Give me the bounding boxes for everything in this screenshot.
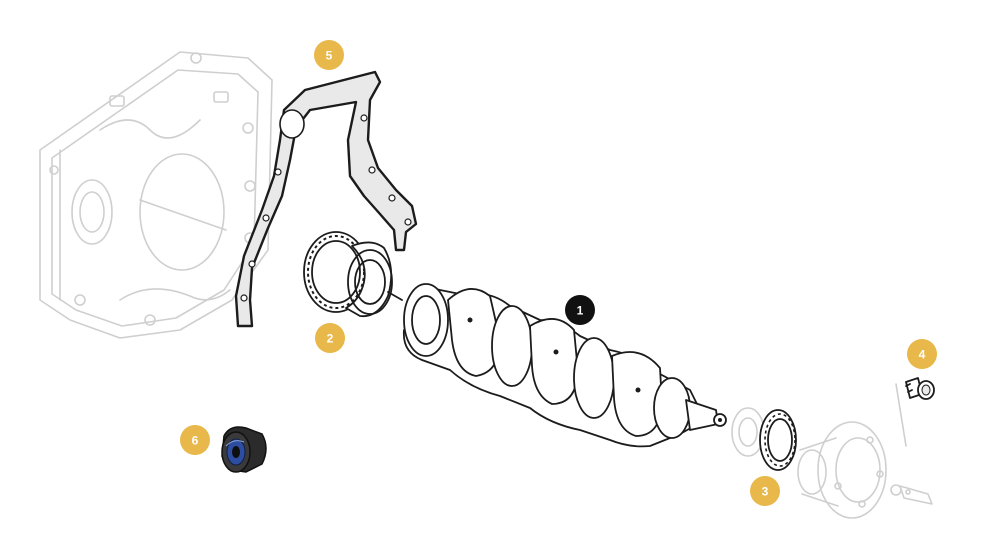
callout-1[interactable]: 1: [565, 295, 595, 325]
svg-text:5: 5: [326, 49, 333, 63]
callout-5[interactable]: 5: [314, 40, 344, 70]
svg-text:1: 1: [577, 304, 584, 318]
rear-seal-part-3[interactable]: [731, 407, 797, 471]
flywheel-hub-ghost: [797, 383, 933, 519]
svg-text:3: 3: [762, 485, 769, 499]
callout-6[interactable]: 6: [180, 425, 210, 455]
callout-4[interactable]: 4: [907, 339, 937, 369]
callout-3[interactable]: 3: [750, 476, 780, 506]
svg-text:4: 4: [919, 348, 926, 362]
front-seal-part-2[interactable]: [303, 231, 403, 318]
crankshaft-part-1[interactable]: [402, 283, 727, 448]
gasket-part-5[interactable]: [234, 70, 418, 328]
pilot-bearing-part-6[interactable]: [221, 426, 267, 473]
timing-cover-ghost: [39, 51, 273, 339]
callout-2[interactable]: 2: [315, 323, 345, 353]
svg-text:2: 2: [327, 332, 334, 346]
plug-part-4[interactable]: [905, 377, 935, 400]
svg-text:6: 6: [192, 434, 199, 448]
